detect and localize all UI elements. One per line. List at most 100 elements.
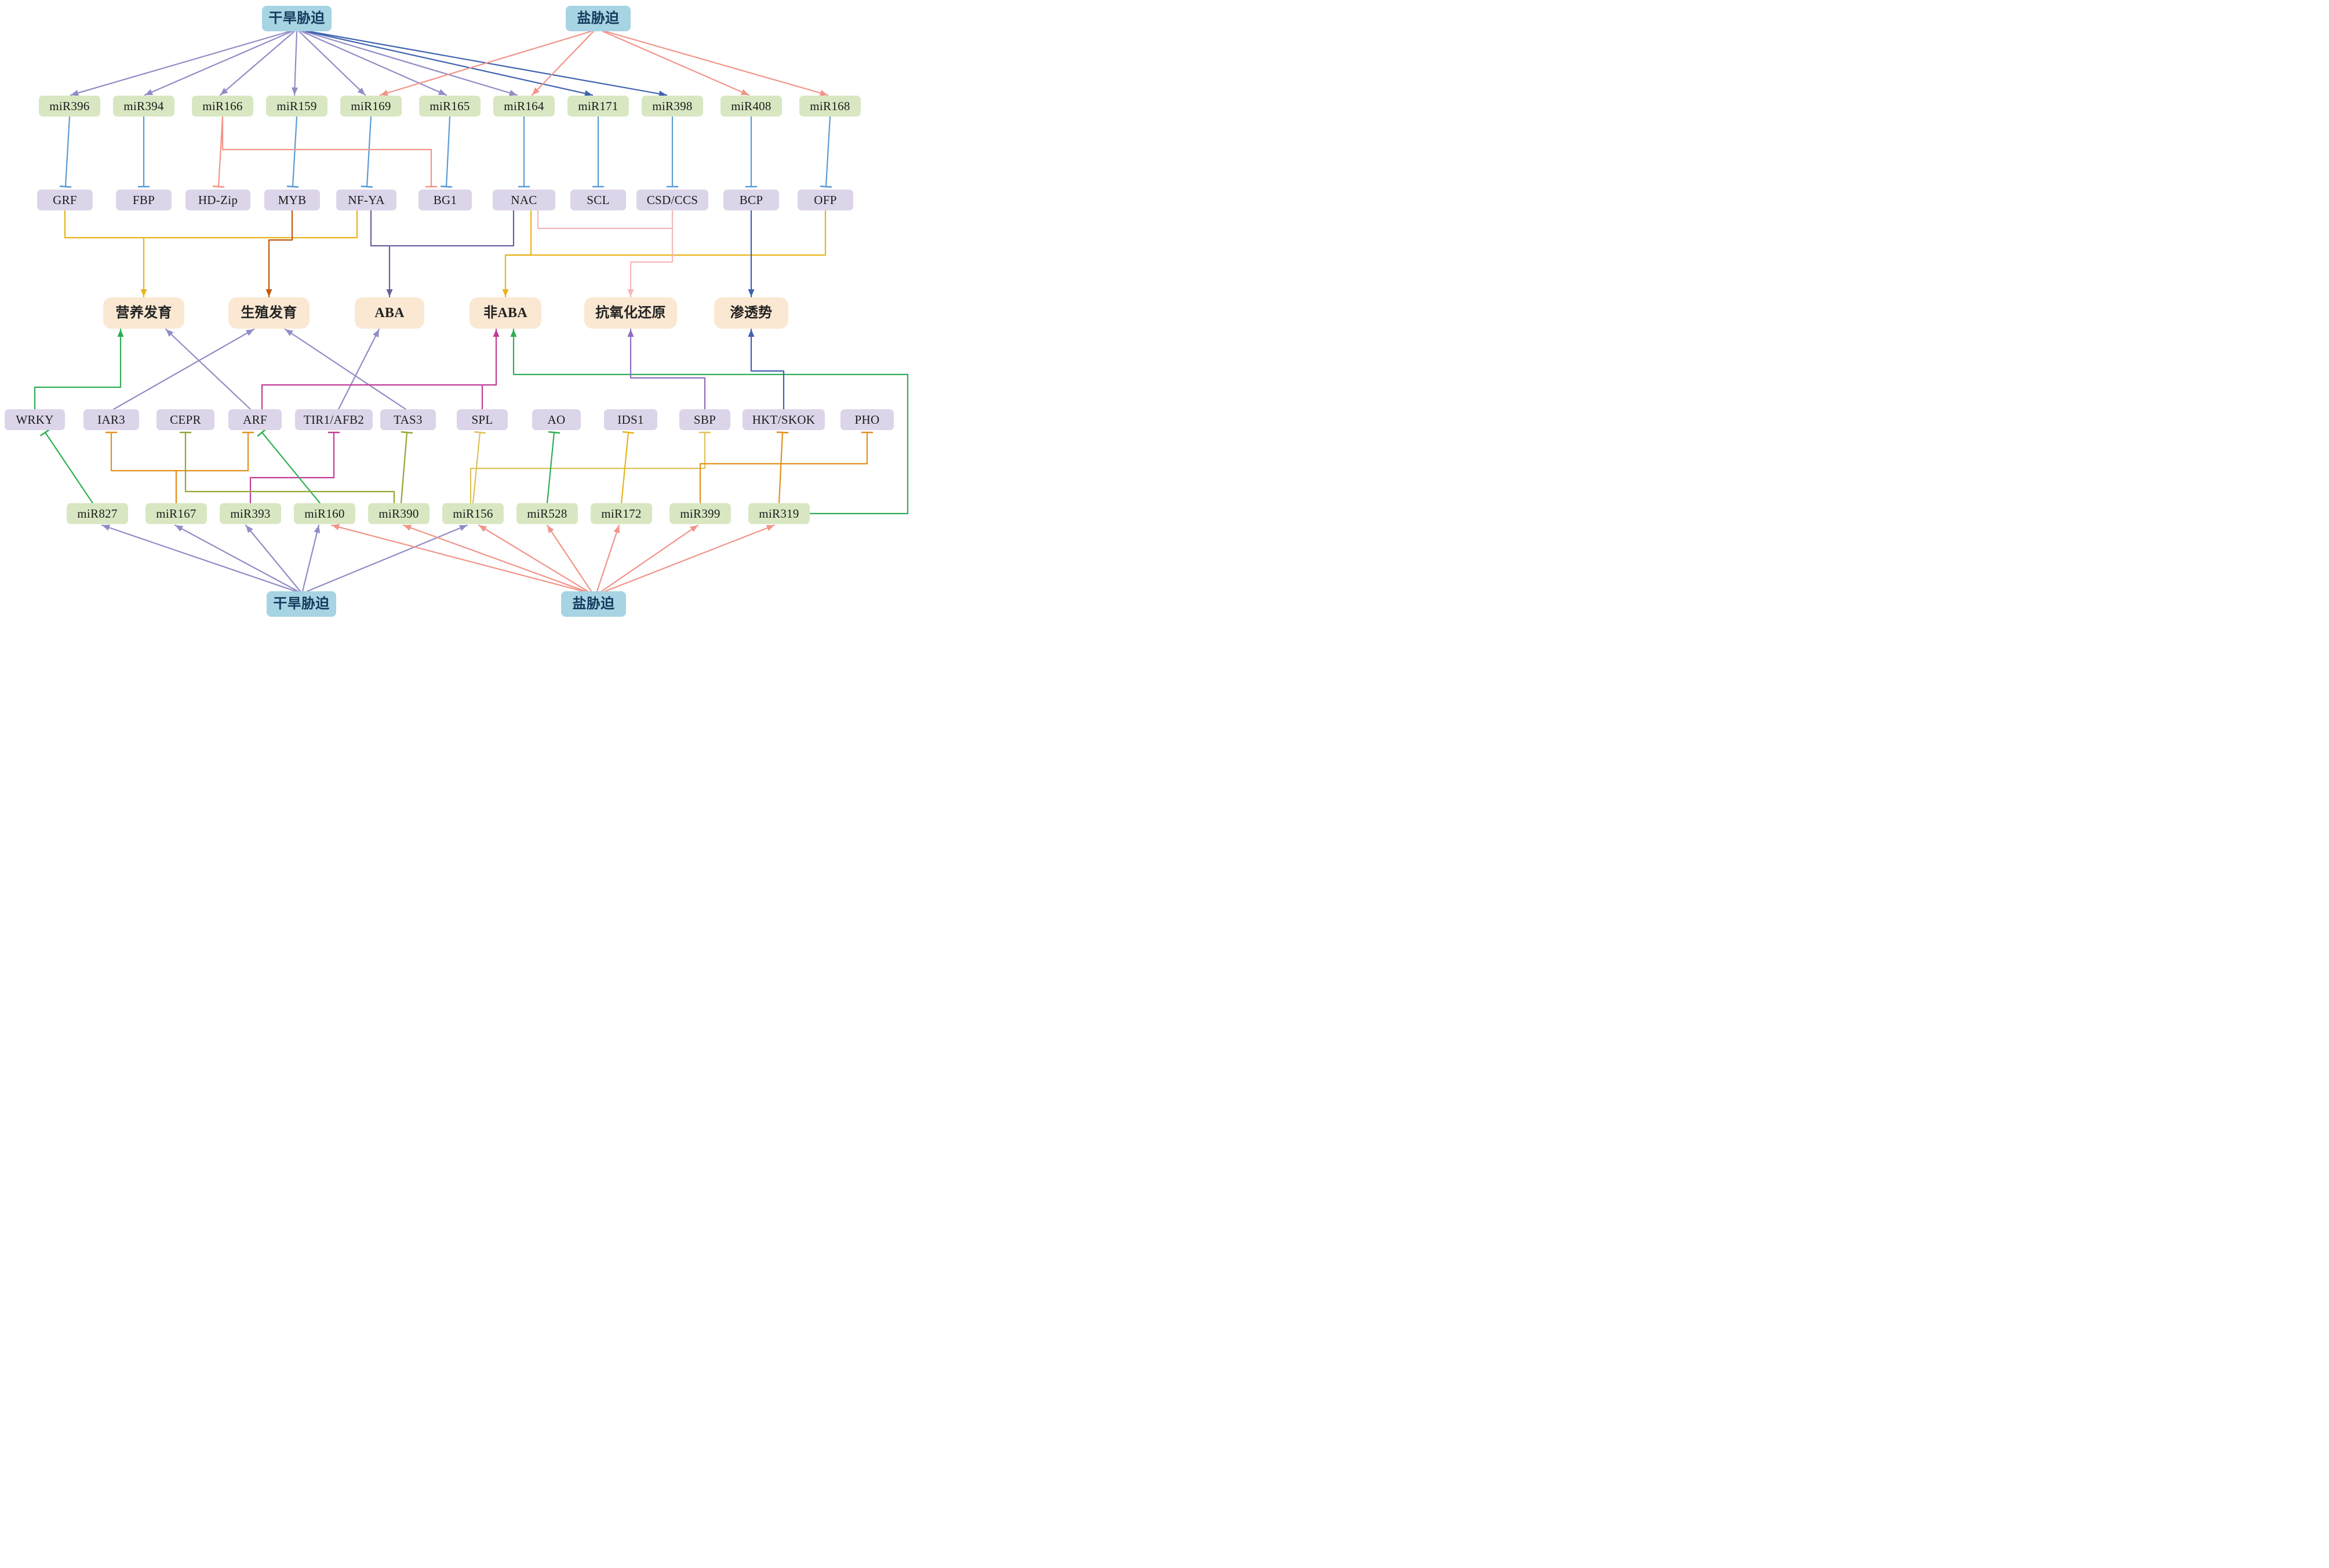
arrowhead xyxy=(658,90,667,97)
inhibition-bar xyxy=(622,431,635,434)
inhibition-bar xyxy=(40,428,50,436)
inhibition-bar xyxy=(212,185,225,188)
node-aba: ABA xyxy=(355,297,424,329)
node-miR393: miR393 xyxy=(220,503,281,524)
node-antiox: 抗氧化还原 xyxy=(584,297,677,329)
edge-miR394-FBP-inhibit xyxy=(137,115,150,188)
arrowhead xyxy=(332,523,340,530)
edge-miR165-BG1-inhibit xyxy=(440,115,453,188)
node-salt-bottom: 盐胁迫 xyxy=(561,591,626,617)
node-miR169: miR169 xyxy=(340,96,402,117)
edge-miR396-GRF-inhibit xyxy=(59,115,72,188)
node-miR171: miR171 xyxy=(567,96,629,117)
arrowhead xyxy=(532,87,540,95)
edge-drought-top-miR171 xyxy=(305,30,594,97)
node-HKTSKOK: HKT/SKOK xyxy=(743,409,825,430)
edge-salt-bottom-miR156 xyxy=(478,524,589,592)
node-miR160: miR160 xyxy=(294,503,355,524)
arrowhead xyxy=(265,289,272,297)
node-nonaba: 非ABA xyxy=(470,297,541,329)
edge-drought-top-miR166 xyxy=(219,30,296,96)
edge-miR390-TAS3-inhibit xyxy=(400,431,413,504)
edge-drought-bottom-miR393 xyxy=(245,524,301,592)
node-miR319: miR319 xyxy=(748,503,810,524)
node-salt-top: 盐胁迫 xyxy=(566,6,631,31)
arrowhead xyxy=(357,88,365,95)
arrowhead xyxy=(245,329,254,336)
edge-miR166-BG1-inhibit xyxy=(221,115,438,188)
edge-drought-top-miR159 xyxy=(291,30,298,96)
arrowhead xyxy=(285,329,293,336)
node-miR167: miR167 xyxy=(145,503,207,524)
inhibition-bar xyxy=(59,185,72,188)
arrowhead xyxy=(584,90,592,97)
node-HDZip: HD-Zip xyxy=(185,190,250,210)
edge-SPL-nonaba xyxy=(481,328,500,410)
inhibition-bar xyxy=(361,185,373,188)
edge-drought-bottom-miR156 xyxy=(306,524,468,592)
node-miR172: miR172 xyxy=(591,503,652,524)
node-veg: 营养发育 xyxy=(103,297,184,329)
node-SCL: SCL xyxy=(570,190,626,210)
edge-TAS3-rep xyxy=(284,328,407,410)
node-drought-bottom: 干旱胁迫 xyxy=(267,591,336,617)
inhibition-bar xyxy=(257,428,267,437)
node-PHO: PHO xyxy=(840,409,894,430)
edge-miR172-IDS1-inhibit xyxy=(620,431,635,504)
arrowhead xyxy=(117,329,124,337)
arrowhead xyxy=(166,329,174,337)
arrowhead xyxy=(291,87,298,95)
edge-OFP-nonaba xyxy=(502,209,827,298)
node-IAR3: IAR3 xyxy=(83,409,139,430)
edge-salt-top-miR168 xyxy=(604,30,829,96)
arrowhead xyxy=(748,289,755,297)
edge-NAC-antiox xyxy=(537,209,674,230)
node-OFP: OFP xyxy=(798,190,853,210)
edge-miR156-SBP-inhibit xyxy=(470,431,711,504)
edge-salt-top-miR169 xyxy=(379,30,592,96)
arrowhead xyxy=(458,525,467,532)
arrowhead xyxy=(438,89,446,95)
edge-miR393-TIR1AFB2-inhibit xyxy=(249,431,340,504)
node-miR396: miR396 xyxy=(39,96,100,117)
edge-GRF-veg xyxy=(64,209,147,298)
node-miR159: miR159 xyxy=(266,96,327,117)
node-FBP: FBP xyxy=(116,190,172,210)
edge-NFYA-veg xyxy=(144,209,358,239)
inhibition-bar xyxy=(820,185,832,188)
edge-miR171-SCL-inhibit xyxy=(592,115,605,188)
edge-TIR1AFB2-aba xyxy=(337,328,380,410)
node-miR399: miR399 xyxy=(669,503,731,524)
edge-IAR3-rep xyxy=(112,328,255,410)
edge-layer xyxy=(34,30,909,592)
edge-drought-top-miR164 xyxy=(303,30,518,96)
edge-salt-bottom-miR172 xyxy=(596,524,620,592)
node-NAC: NAC xyxy=(493,190,555,210)
node-miR165: miR165 xyxy=(419,96,481,117)
node-NFYA: NF-YA xyxy=(336,190,396,210)
node-GRF: GRF xyxy=(37,190,93,210)
arrowhead xyxy=(547,525,554,533)
edge-WRKY-veg xyxy=(34,328,124,410)
edge-salt-bottom-miR319 xyxy=(604,524,776,592)
edge-drought-top-miR394 xyxy=(144,30,293,96)
node-drought-top: 干旱胁迫 xyxy=(262,6,332,31)
arrowhead xyxy=(690,525,698,532)
node-osmo: 渗透势 xyxy=(714,297,788,329)
arrowhead xyxy=(748,329,755,337)
arrowhead xyxy=(740,89,749,95)
node-rep: 生殖发育 xyxy=(228,297,310,329)
edge-drought-bottom-miR160 xyxy=(301,524,321,592)
edge-miR167-ARF-inhibit xyxy=(175,431,254,504)
node-WRKY: WRKY xyxy=(5,409,65,430)
arrowhead xyxy=(508,90,517,96)
node-MYB: MYB xyxy=(264,190,320,210)
arrowhead xyxy=(403,525,412,531)
node-AO: AO xyxy=(532,409,581,430)
arrowhead xyxy=(175,525,184,532)
edge-drought-top-miR165 xyxy=(300,30,447,96)
arrowhead xyxy=(102,524,111,531)
inhibition-bar xyxy=(474,431,486,434)
node-miR390: miR390 xyxy=(368,503,430,524)
